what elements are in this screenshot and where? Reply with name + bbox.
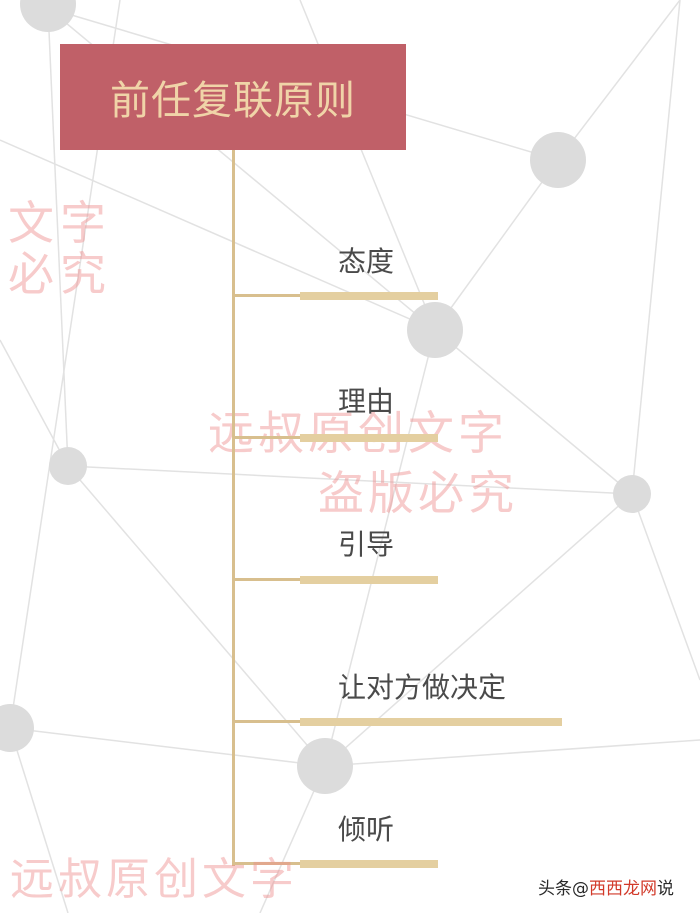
node-underline-bar xyxy=(300,434,438,442)
source-credit: 头条@西西龙网说 xyxy=(538,874,674,899)
branch-connector xyxy=(234,720,304,723)
watermark-corner: 文字 必究 xyxy=(8,198,112,299)
watermark-corner-line2: 必究 xyxy=(8,246,112,301)
node-underline-bar xyxy=(300,718,562,726)
trunk-connector xyxy=(232,150,235,866)
source-site: 西西 xyxy=(589,879,623,899)
source-suffix: 说 xyxy=(657,879,674,899)
source-prefix: 头条 xyxy=(538,879,572,899)
watermark-corner-line1: 文字 xyxy=(8,196,112,250)
node-label-reason: 理由 xyxy=(338,385,395,418)
node-label-listen: 倾听 xyxy=(338,813,395,846)
node-label-let-them-decide: 让对方做决定 xyxy=(338,671,507,704)
watermark-middle-line1: 远叔原创文字 xyxy=(208,406,508,460)
diagram-title: 前任复联原则 xyxy=(110,78,356,124)
node-label-guide: 引导 xyxy=(338,528,395,561)
branch-connector xyxy=(234,862,304,865)
watermark-middle-line2: 盗版必究 xyxy=(318,466,518,520)
node-underline-bar xyxy=(300,860,438,868)
branch-connector xyxy=(234,294,304,297)
title-box: 前任复联原则 xyxy=(60,44,406,150)
node-label-attitude: 态度 xyxy=(338,245,395,278)
source-at: @ xyxy=(572,879,589,899)
node-underline-bar xyxy=(300,576,438,584)
source-site-tail: 龙网 xyxy=(623,879,657,899)
watermark-bottom: 远叔原创文字 xyxy=(10,854,298,905)
node-underline-bar xyxy=(300,292,438,300)
branch-connector xyxy=(234,436,304,439)
branch-connector xyxy=(234,578,304,581)
